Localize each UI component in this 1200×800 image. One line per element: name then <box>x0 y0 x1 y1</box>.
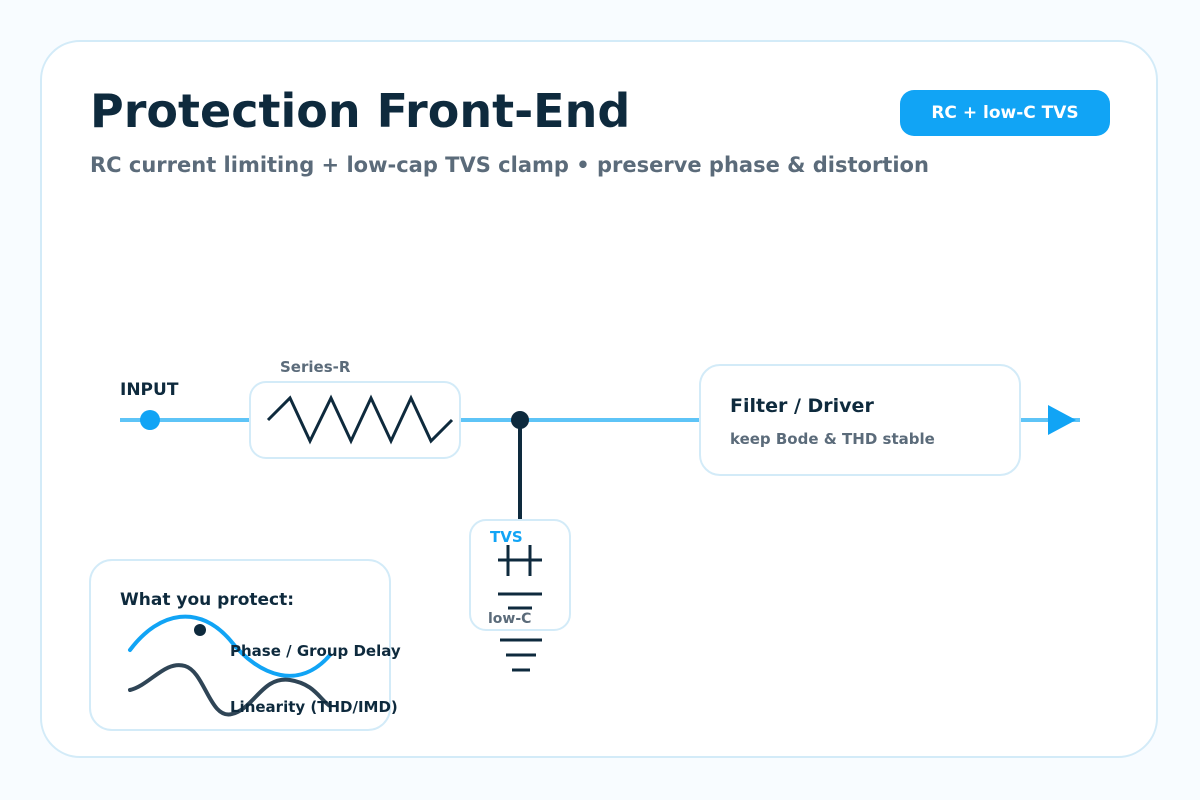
topology-badge: RC + low-C TVS <box>900 90 1110 136</box>
resistor-box <box>249 381 461 459</box>
legend-box <box>89 559 391 731</box>
tvs-ground-icon <box>498 592 542 610</box>
phase-marker-dot <box>194 624 206 636</box>
ground-icon <box>500 638 542 672</box>
input-terminal-dot <box>140 410 160 430</box>
resistor-label: Series-R <box>280 358 351 376</box>
filter-driver-subtitle: keep Bode & THD stable <box>730 430 935 448</box>
phase-wave-icon <box>128 614 332 678</box>
linearity-wave-icon <box>128 663 332 717</box>
legend-item-phase: Phase / Group Delay <box>230 642 401 660</box>
page-subtitle: RC current limiting + low-cap TVS clamp … <box>90 153 929 177</box>
tvs-label: TVS <box>490 528 523 546</box>
tvs-box <box>469 519 571 631</box>
filter-driver-title: Filter / Driver <box>730 395 874 417</box>
tvs-sublabel: low-C <box>488 611 531 627</box>
resistor-icon <box>266 394 454 445</box>
legend-title: What you protect: <box>120 590 294 610</box>
filter-driver-box <box>699 364 1021 476</box>
page-title: Protection Front-End <box>90 84 631 138</box>
output-arrow-icon <box>1048 405 1076 435</box>
legend-item-linearity: Linearity (THD/IMD) <box>230 698 398 716</box>
input-label: INPUT <box>120 380 179 400</box>
tvs-diode-icon <box>498 545 542 576</box>
